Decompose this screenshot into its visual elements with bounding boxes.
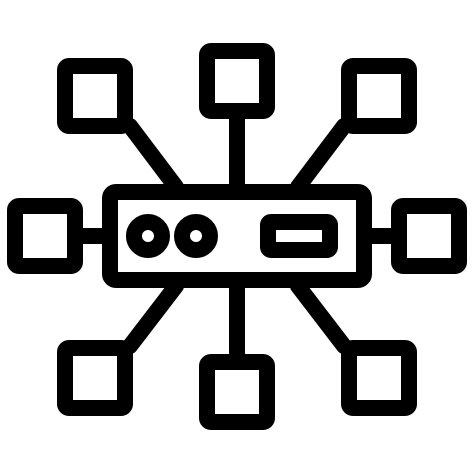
port-slot — [260, 214, 338, 258]
hub-body — [102, 184, 372, 288]
node-bottom-center — [199, 354, 275, 430]
node-bottom-left — [57, 340, 133, 416]
node-middle-left — [7, 198, 83, 274]
node-top-right — [341, 58, 417, 134]
port-circle-right — [174, 214, 218, 258]
connector-top-right — [290, 118, 352, 195]
node-top-left — [57, 58, 133, 134]
connector-top-left — [122, 118, 184, 195]
node-middle-right — [391, 198, 467, 274]
port-circle-left — [126, 214, 170, 258]
node-top-center — [199, 43, 275, 119]
node-bottom-right — [341, 340, 417, 416]
connector-bottom-right — [290, 278, 352, 354]
connector-bottom-left — [122, 278, 184, 354]
